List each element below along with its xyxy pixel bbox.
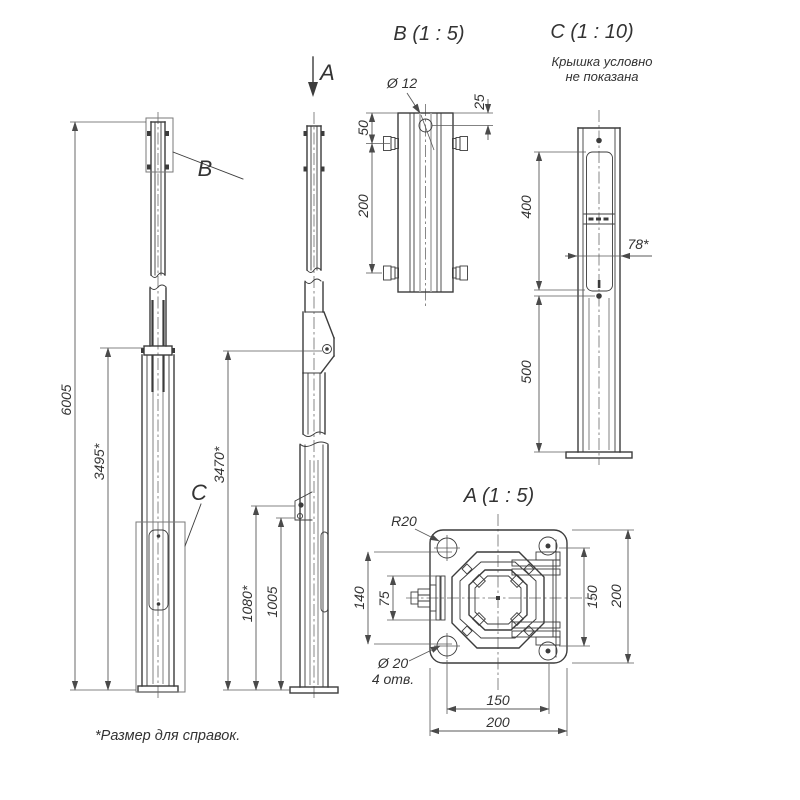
view-c-base-plate — [565, 451, 633, 459]
dim-200-v-label: 200 — [608, 584, 624, 609]
pole-side-upper-tube — [303, 125, 325, 273]
dim-150-h-label: 150 — [486, 692, 510, 708]
dim-50: 50 — [355, 112, 398, 145]
dim-150-h: 150 — [446, 660, 550, 714]
dim-140-label: 140 — [351, 586, 367, 610]
dim-200-v: 200 — [572, 529, 634, 664]
section-view-a: A (1 : 5) — [351, 485, 634, 736]
pole-side-bracket — [294, 491, 313, 521]
dim-d20: Ø 20 4 отв. — [372, 645, 441, 687]
dim-200-b-label: 200 — [355, 194, 371, 219]
view-c-note-1: Крышка условно — [552, 54, 653, 69]
dim-400: 400 — [518, 151, 586, 291]
dim-1080: 1080* — [239, 505, 295, 691]
dim-75: 75 — [376, 575, 436, 621]
dim-200-h-label: 200 — [485, 714, 510, 730]
section-arrow-head — [308, 82, 318, 97]
dim-r20: R20 — [391, 513, 440, 542]
dim-400-label: 400 — [518, 195, 534, 219]
view-b-bolts-bottom — [383, 265, 468, 281]
dim-3470: 3470* — [211, 350, 322, 691]
view-b-bolts-top — [383, 136, 468, 151]
dim-1080-label: 1080* — [239, 585, 255, 622]
pole-front-mid-tube — [149, 284, 167, 347]
pole-front-view: B C 6005 3495* — [58, 112, 244, 700]
callout-c: C — [135, 480, 207, 693]
view-a-corner-holes — [434, 535, 460, 659]
dim-3495-label: 3495* — [91, 443, 107, 480]
pole-side-handhole — [320, 531, 329, 613]
view-a-right-brackets — [511, 536, 561, 661]
dim-500: 500 — [518, 295, 595, 453]
section-arrow-a: A — [308, 56, 335, 97]
section-a-label: A — [318, 60, 335, 85]
pole-front-upper-tube — [147, 121, 169, 278]
view-a-diagonal-bolts — [461, 563, 535, 637]
view-a-title: A (1 : 5) — [463, 485, 534, 507]
dim-200-b: 200 — [355, 142, 382, 274]
dim-r20-label: R20 — [391, 513, 417, 529]
dim-3495: 3495* — [91, 347, 143, 691]
detail-view-c: C (1 : 10) Крышка условно не показана 40… — [518, 21, 652, 465]
view-c-title: C (1 : 10) — [550, 21, 633, 43]
pole-front-access-door — [148, 529, 169, 611]
dim-140: 140 — [351, 551, 452, 645]
callout-b-label: B — [198, 156, 213, 181]
dim-d20-label: Ø 20 — [377, 655, 409, 671]
dim-50-label: 50 — [355, 120, 371, 136]
dim-75-label: 75 — [376, 591, 392, 607]
pole-side-hinge-joint — [302, 278, 335, 374]
dim-6005: 6005 — [58, 121, 146, 691]
view-c-door — [583, 137, 615, 299]
pole-side-view: A — [211, 56, 339, 700]
dim-1005-label: 1005 — [264, 586, 280, 617]
callout-b: B — [145, 117, 244, 181]
view-b-title: B (1 : 5) — [393, 23, 464, 45]
dim-150-v: 150 — [559, 547, 600, 647]
dim-500-label: 500 — [518, 360, 534, 384]
dim-25: 25 — [432, 94, 493, 140]
pole-front-collar — [141, 345, 175, 356]
detail-view-b: B (1 : 5) Ø 12 50 — [355, 23, 493, 306]
dim-1005: 1005 — [264, 517, 295, 691]
dim-78-label: 78* — [627, 236, 649, 252]
dim-d12: Ø 12 — [386, 75, 435, 151]
view-b-channel — [397, 112, 454, 293]
dim-6005-label: 6005 — [58, 384, 74, 415]
dim-d20-count-label: 4 отв. — [372, 671, 414, 687]
dim-d12-label: Ø 12 — [386, 75, 418, 91]
dim-3470-label: 3470* — [211, 446, 227, 483]
dim-200-h: 200 — [429, 668, 568, 736]
view-c-note-2: не показана — [566, 69, 639, 84]
pole-front-lower-tube — [141, 354, 175, 687]
pole-side-mid-tube — [302, 372, 326, 437]
view-a-left-bolt — [410, 575, 446, 621]
dim-25-label: 25 — [471, 94, 487, 111]
callout-c-label: C — [191, 480, 207, 505]
footnote: *Размер для справок. — [95, 728, 240, 744]
dim-150-v-label: 150 — [584, 585, 600, 609]
dim-78: 78* — [565, 236, 652, 260]
